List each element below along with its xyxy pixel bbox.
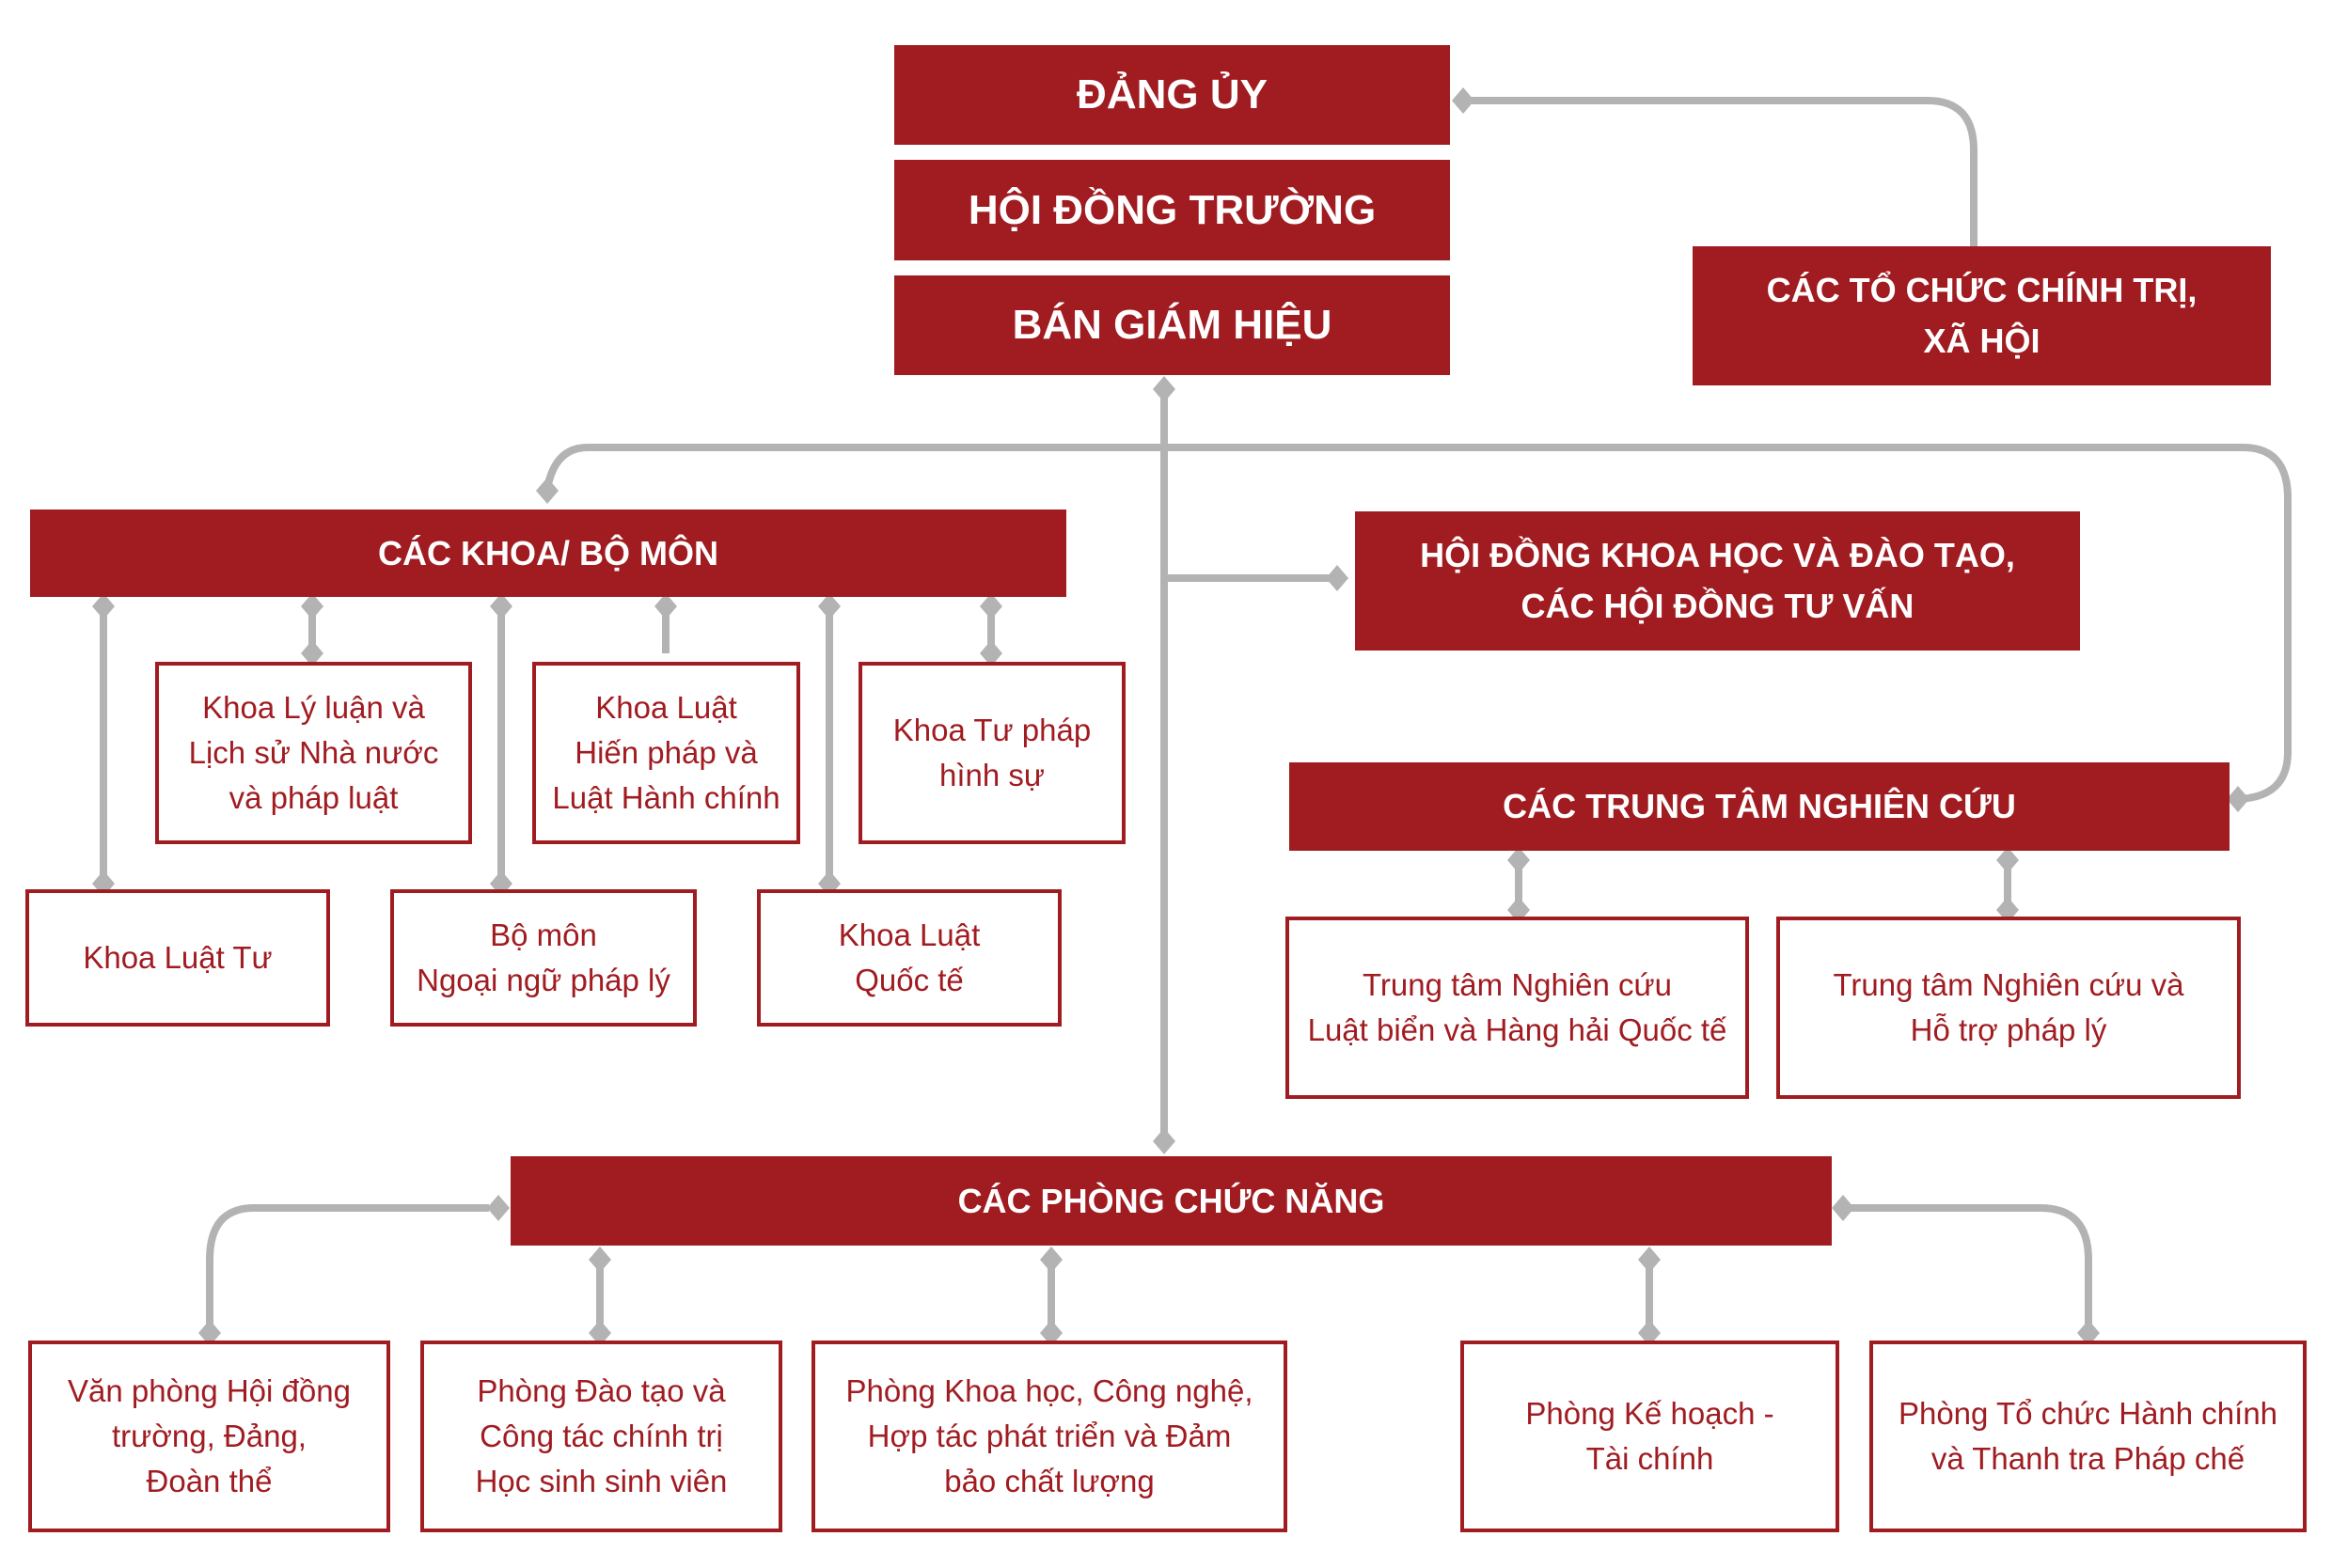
dang-uy-box: ĐẢNG ỦY	[894, 45, 1450, 145]
khoa-hien-phap-box: Khoa Luật Hiến pháp và Luật Hành chính	[532, 662, 800, 844]
connector-diamond-icon	[487, 1195, 510, 1221]
trung-tam-luat-bien-box: Trung tâm Nghiên cứu Luật biển và Hàng h…	[1285, 917, 1749, 1099]
connector-diamond-icon	[654, 593, 677, 619]
connector-diamond-icon	[1507, 847, 1530, 873]
khoa-ly-luan-box: Khoa Lý luận và Lịch sử Nhà nước và pháp…	[155, 662, 472, 844]
connector-diamond-icon	[1153, 1128, 1175, 1154]
hoi-dong-khoa-hoc-label: HỘI ĐỒNG KHOA HỌC VÀ ĐÀO TẠO, CÁC HỘI ĐỒ…	[1420, 536, 2015, 625]
connector-diamond-icon	[1996, 847, 2019, 873]
connector-diamond-icon	[301, 640, 323, 666]
cac-khoa-title: CÁC KHOA/ BỘ MÔN	[378, 533, 718, 572]
connector-diamond-icon	[1638, 1320, 1661, 1346]
phong-to-chuc-box: Phòng Tổ chức Hành chính và Thanh tra Ph…	[1869, 1341, 2307, 1532]
hoi-dong-truong-label: HỘI ĐỒNG TRƯỜNG	[968, 186, 1377, 233]
trung-tam-header: CÁC TRUNG TÂM NGHIÊN CỨU	[1289, 762, 2230, 851]
connector-diamond-icon	[301, 593, 323, 619]
connector-van-phong	[206, 1204, 489, 1333]
dang-uy-label: ĐẢNG ỦY	[1077, 71, 1268, 118]
connector-bus-left	[544, 444, 1164, 490]
phong-khoa-hoc-box: Phòng Khoa học, Công nghệ, Hợp tác phát …	[811, 1341, 1287, 1532]
phong-dao-tao-box: Phòng Đào tạo và Công tác chính trị Học …	[420, 1341, 782, 1532]
connector-phong-to-chuc	[1851, 1204, 2092, 1333]
connector-dang-uy-to-chuc	[1459, 97, 1977, 246]
khoa-luat-quoc-te-label: Khoa Luật Quốc tế	[838, 917, 981, 997]
khoa-ly-luan-label: Khoa Lý luận và Lịch sử Nhà nước và pháp…	[188, 690, 439, 815]
khoa-hien-phap-label: Khoa Luật Hiến pháp và Luật Hành chính	[552, 690, 780, 815]
ban-giam-hieu-label: BÁN GIÁM HIỆU	[1012, 302, 1332, 348]
trung-tam-ho-tro-box: Trung tâm Nghiên cứu và Hỗ trợ pháp lý	[1776, 917, 2241, 1099]
connector-diamond-icon	[1326, 565, 1348, 591]
trung-tam-ho-tro-label: Trung tâm Nghiên cứu và Hỗ trợ pháp lý	[1833, 967, 2184, 1047]
khoa-luat-tu-box: Khoa Luật Tư	[25, 889, 330, 1027]
khoa-tu-phap-box: Khoa Tư pháp hình sự	[859, 662, 1126, 844]
cac-khoa-header: CÁC KHOA/ BỘ MÔN	[30, 510, 1066, 597]
connector-diamond-icon	[980, 593, 1002, 619]
connector-diamond-icon	[92, 593, 115, 619]
phong-ke-hoach-box: Phòng Kế hoạch - Tài chính	[1460, 1341, 1839, 1532]
bo-mon-ngoai-ngu-box: Bộ môn Ngoại ngữ pháp lý	[390, 889, 697, 1027]
bo-mon-ngoai-ngu-label: Bộ môn Ngoại ngữ pháp lý	[417, 917, 670, 997]
phong-khoa-hoc-label: Phòng Khoa học, Công nghệ, Hợp tác phát …	[845, 1373, 1253, 1498]
cac-phong-title: CÁC PHÒNG CHỨC NĂNG	[957, 1181, 1385, 1220]
connector-diamond-icon	[1040, 1320, 1063, 1346]
connector-diamond-icon	[490, 593, 512, 619]
connector-bus-right	[1164, 444, 2292, 803]
phong-ke-hoach-label: Phòng Kế hoạch - Tài chính	[1525, 1396, 1774, 1476]
connector-diamond-icon	[1832, 1195, 1854, 1221]
van-phong-label: Văn phòng Hội đồng trường, Đảng, Đoàn th…	[68, 1373, 351, 1498]
connector-diamond-icon	[536, 478, 559, 504]
connector-diamond-icon	[1452, 87, 1474, 114]
connector-diamond-icon	[1638, 1247, 1661, 1273]
connector-diamond-icon	[2227, 786, 2249, 812]
hoi-dong-truong-box: HỘI ĐỒNG TRƯỜNG	[894, 160, 1450, 260]
connector-diamond-icon	[2077, 1320, 2100, 1346]
phong-dao-tao-label: Phòng Đào tạo và Công tác chính trị Học …	[475, 1373, 728, 1498]
to-chuc-chinh-tri-box: CÁC TỔ CHỨC CHÍNH TRỊ, XÃ HỘI	[1693, 246, 2271, 385]
connector-diamond-icon	[198, 1320, 221, 1346]
connector-diamond-icon	[818, 593, 841, 619]
connector-diamond-icon	[589, 1247, 611, 1273]
to-chuc-chinh-tri-label: CÁC TỔ CHỨC CHÍNH TRỊ, XÃ HỘI	[1766, 271, 2198, 360]
van-phong-box: Văn phòng Hội đồng trường, Đảng, Đoàn th…	[28, 1341, 390, 1532]
connector-diamond-icon	[1153, 376, 1175, 402]
phong-to-chuc-label: Phòng Tổ chức Hành chính và Thanh tra Ph…	[1898, 1396, 2278, 1476]
hoi-dong-khoa-hoc-box: HỘI ĐỒNG KHOA HỌC VÀ ĐÀO TẠO, CÁC HỘI ĐỒ…	[1355, 511, 2080, 651]
connector-diamond-icon	[980, 640, 1002, 666]
connector-diamond-icon	[1040, 1247, 1063, 1273]
connector-diamond-icon	[589, 1320, 611, 1346]
ban-giam-hieu-box: BÁN GIÁM HIỆU	[894, 275, 1450, 375]
cac-phong-header: CÁC PHÒNG CHỨC NĂNG	[511, 1156, 1832, 1246]
trung-tam-luat-bien-label: Trung tâm Nghiên cứu Luật biển và Hàng h…	[1307, 967, 1727, 1047]
khoa-luat-quoc-te-box: Khoa Luật Quốc tế	[757, 889, 1062, 1027]
trung-tam-title: CÁC TRUNG TÂM NGHIÊN CỨU	[1503, 787, 2016, 825]
khoa-luat-tu-label: Khoa Luật Tư	[83, 940, 273, 975]
khoa-tu-phap-label: Khoa Tư pháp hình sự	[892, 713, 1092, 792]
